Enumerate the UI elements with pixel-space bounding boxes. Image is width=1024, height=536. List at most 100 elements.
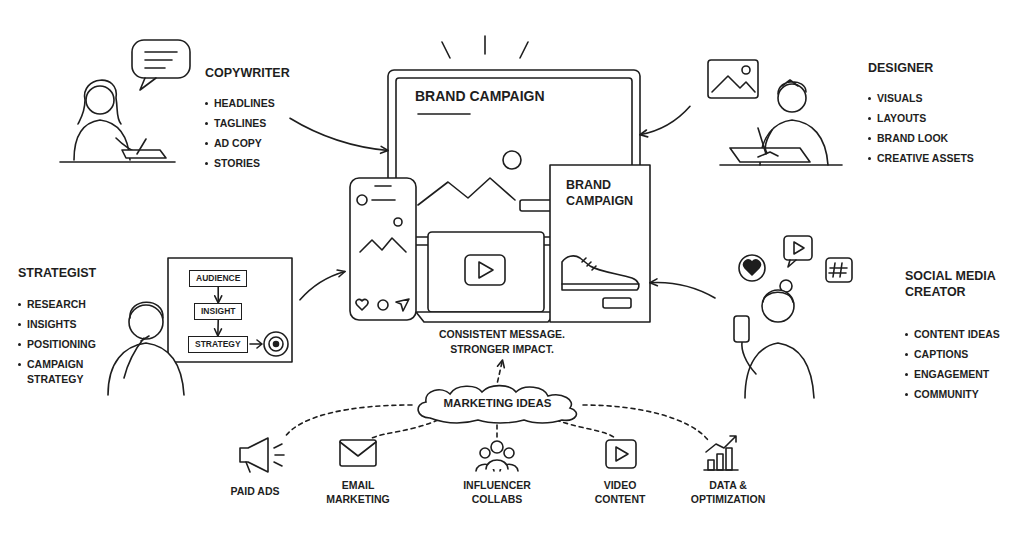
idea-label: DATA & OPTIMIZATION (682, 478, 774, 506)
connector-arrow (215, 320, 222, 336)
campaign-devices-stroke (360, 238, 406, 252)
campaign-devices-stroke (378, 300, 388, 310)
bullet-dot (868, 137, 871, 140)
role-heading: SOCIAL MEDIA CREATOR (905, 268, 1015, 300)
bullet-item: CONTENT IDEAS (905, 327, 1000, 342)
bullet-item: CAMPAIGN STRATEGY (18, 357, 113, 387)
bullet-text: STORIES (214, 156, 260, 171)
campaign-title: BRAND CAMPAIGN (415, 88, 545, 105)
arrow-head (215, 329, 222, 336)
designer-figure-stroke (720, 164, 842, 166)
idea-label: INFLUENCER COLLABS (455, 478, 540, 506)
copywriter-figure-stroke (74, 120, 130, 160)
strategist-figure-stroke (269, 337, 283, 351)
connector-arrow (498, 360, 505, 382)
campaign-devices-stroke (372, 199, 395, 201)
idea-links-stroke (372, 420, 438, 438)
copywriter-figure-stroke (132, 40, 190, 78)
bullet-text: LAYOUTS (877, 111, 926, 126)
bullet-dot (868, 157, 871, 160)
role-heading: DESIGNER (868, 60, 933, 76)
bullet-dot (205, 142, 208, 145)
bullet-dot (905, 393, 908, 396)
bullet-item: BRAND LOOK (868, 131, 948, 146)
campaign-devices-stroke (479, 262, 493, 278)
strategist-figure (108, 258, 292, 395)
copywriter-figure-stroke (145, 52, 177, 68)
campaign-devices-stroke (356, 299, 368, 310)
idea-links-stroke (284, 405, 412, 438)
idea-icons-stroke (708, 460, 714, 470)
connector-arrow (650, 279, 715, 298)
campaign-devices-stroke (562, 258, 639, 284)
box-label: STRATEGY (195, 339, 241, 349)
campaign-devices-stroke (350, 178, 416, 320)
bullet-dot (205, 162, 208, 165)
campaign-devices-stroke (603, 298, 631, 308)
social-creator-figure-stroke (745, 343, 814, 398)
bullet-item: CREATIVE ASSETS (868, 151, 974, 166)
role-heading: STRATEGIST (18, 265, 96, 281)
campaign-caption: CONSISTENT MESSAGE. STRONGER IMPACT. (427, 327, 577, 357)
process-box: INSIGHT (194, 303, 242, 320)
role-heading: COPYWRITER (205, 65, 290, 81)
bullet-item: POSITIONING (18, 337, 96, 352)
cloud-label: MARKETING IDEAS (444, 397, 552, 409)
connector-arrow (300, 270, 345, 300)
copywriter-figure-stroke (137, 139, 146, 154)
copywriter-figure-stroke (140, 78, 156, 90)
strategist-figure-stroke (250, 340, 262, 348)
idea-icons-stroke (246, 444, 284, 472)
process-box: AUDIENCE (189, 270, 247, 287)
social-creator-figure-stroke (829, 263, 847, 277)
bullet-item: HEADLINES (205, 96, 275, 111)
cloud-outline-stroke (418, 386, 576, 423)
designer-figure-stroke (778, 84, 806, 112)
idea-icons-stroke (704, 436, 738, 470)
bullet-item: ENGAGEMENT (905, 367, 989, 382)
connector-arrow (640, 106, 690, 137)
idea-icons-stroke (606, 440, 636, 468)
process-box: STRATEGY (188, 336, 248, 353)
bullet-text: CREATIVE ASSETS (877, 151, 974, 166)
social-creator-figure-stroke (826, 258, 852, 282)
connector-line (300, 272, 345, 300)
idea-icons-stroke (240, 438, 268, 472)
campaign-devices-stroke (394, 218, 402, 226)
bullet-text: ENGAGEMENT (914, 367, 989, 382)
copywriter-figure-stroke (122, 150, 166, 158)
designer-figure-stroke (742, 66, 750, 74)
idea-icons-stroke (504, 448, 514, 458)
copywriter-figure-stroke (86, 86, 114, 114)
bullet-text: AD COPY (214, 136, 262, 151)
bullet-dot (868, 117, 871, 120)
poster-card: BRAND CAMPAIGN (550, 165, 650, 322)
bullet-text: VISUALS (877, 91, 923, 106)
designer-figure-stroke (712, 76, 755, 92)
connector-arrow (215, 287, 222, 303)
connector-arrow (290, 118, 388, 153)
bullet-dot (18, 343, 21, 346)
social-creator-figure (734, 236, 852, 398)
idea-icons-stroke (616, 447, 628, 461)
social-creator-figure-stroke (739, 255, 765, 281)
bullet-item: COMMUNITY (905, 387, 979, 402)
idea-icons-stroke (340, 440, 376, 466)
bullet-item: TAGLINES (205, 116, 266, 131)
campaign-devices-stroke (428, 232, 544, 312)
idea-links-stroke (496, 425, 498, 438)
copywriter-figure (60, 40, 190, 162)
idea-icons-stroke (726, 448, 732, 470)
connector-line (290, 118, 388, 150)
campaign-devices-stroke (418, 178, 515, 205)
idea-cloud: MARKETING IDEAS (410, 382, 585, 424)
role-group: COPYWRITER HEADLINES TAGLINES AD COPY STORIE… (60, 55, 290, 170)
social-creator-figure-stroke (742, 342, 756, 374)
strategist-figure-stroke (130, 302, 163, 318)
bullet-item: LAYOUTS (868, 111, 926, 126)
connector-line (650, 283, 715, 298)
bullet-item: STORIES (205, 156, 260, 171)
bullet-text: HEADLINES (214, 96, 275, 111)
campaign-devices-stroke (503, 151, 521, 169)
